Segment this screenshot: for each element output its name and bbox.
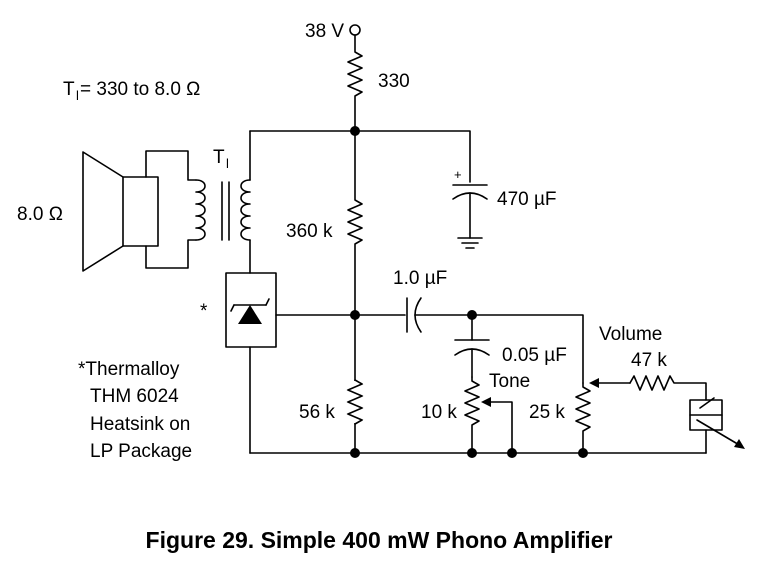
capacitor-1uf-label: 1.0 µF xyxy=(393,268,447,289)
transformer-label: T xyxy=(213,147,225,168)
junction-dot xyxy=(467,448,477,458)
resistor-56k xyxy=(346,379,364,425)
capacitor-tone xyxy=(454,314,490,378)
junction-dot xyxy=(350,448,360,458)
capacitor-470uf-label: 470 µF xyxy=(497,189,557,210)
resistor-360k-label: 360 k xyxy=(286,221,333,242)
capacitor-tone-label: 0.05 µF xyxy=(502,345,567,366)
heatsink-star: * xyxy=(200,301,208,322)
resistor-330 xyxy=(347,34,363,132)
transformer-label-subscript: l xyxy=(226,156,229,171)
transformer-ratio-prefix: T xyxy=(63,79,75,100)
speaker xyxy=(82,151,159,272)
transformer-ratio-text: = 330 to 8.0 Ω xyxy=(80,79,200,100)
transformer-ratio-subscript: l xyxy=(76,88,79,103)
resistor-47k xyxy=(629,375,707,401)
junction-dot xyxy=(350,310,360,320)
heatsink-note-line-3: Heatsink on xyxy=(90,414,190,435)
figure-caption: Figure 29. Simple 400 mW Phono Amplifier xyxy=(146,527,613,553)
tone-potentiometer xyxy=(464,376,513,454)
supply-terminal xyxy=(349,24,361,36)
resistor-25k-label: 25 k xyxy=(529,402,565,423)
capacitor-polarity-mark: + xyxy=(454,167,462,182)
resistor-25k xyxy=(575,378,631,454)
tone-pot-name: Tone xyxy=(489,371,530,392)
tone-pot-label: 10 k xyxy=(421,402,457,423)
volume-name: Volume xyxy=(599,324,662,345)
volume-label: 47 k xyxy=(631,350,667,371)
resistor-56k-label: 56 k xyxy=(299,402,335,423)
supply-rail xyxy=(249,130,471,183)
resistor-330-label: 330 xyxy=(378,71,410,92)
phono-cartridge xyxy=(689,397,745,454)
heatsink-note-line-4: LP Package xyxy=(90,441,192,462)
speaker-label: 8.0 Ω xyxy=(17,204,63,225)
supply-voltage-label: 38 V xyxy=(305,21,344,42)
amplifier-ic xyxy=(225,272,277,454)
junction-dot xyxy=(578,448,588,458)
heatsink-note-line-2: THM 6024 xyxy=(90,386,179,407)
resistor-360k xyxy=(347,130,363,454)
transformer-t1 xyxy=(145,130,251,274)
capacitor-470uf xyxy=(452,184,488,249)
heatsink-note-line-1: *Thermalloy xyxy=(78,359,180,380)
junction-dot xyxy=(507,448,517,458)
